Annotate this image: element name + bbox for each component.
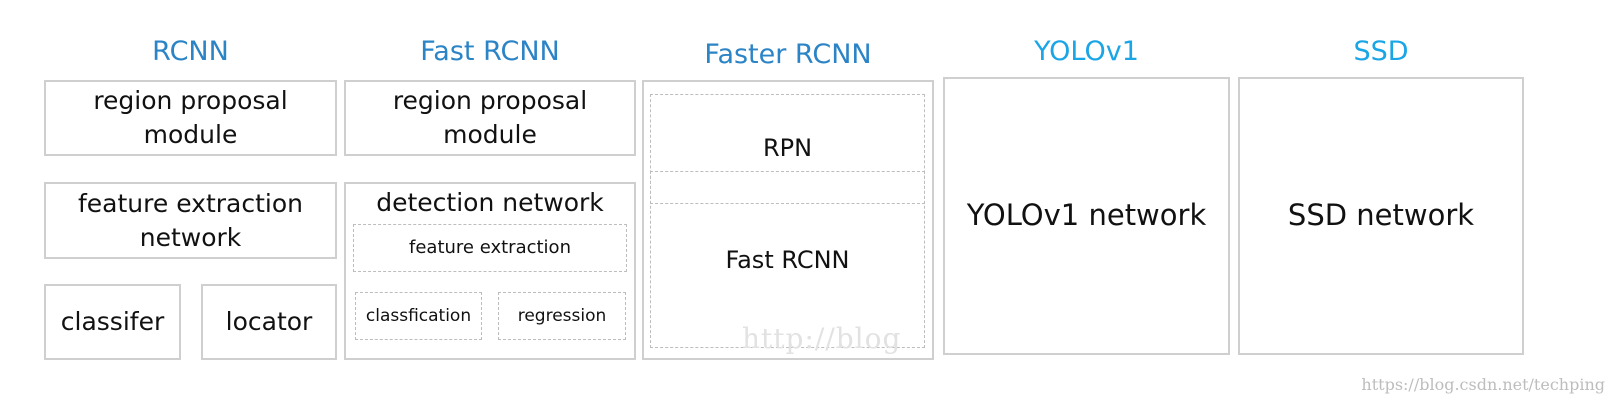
yolo-network-label: YOLOv1 network [966, 198, 1207, 233]
yolo-title: YOLOv1 [1034, 36, 1139, 67]
rcnn-locator-box: locator [201, 284, 337, 360]
faster-rcnn-fast-rcnn-box [650, 171, 925, 348]
rcnn-feature-extraction-label: feature extraction network [78, 188, 303, 252]
fast-rcnn-detection-network-label: detection network [376, 188, 604, 217]
fast-rcnn-feature-extraction-box: feature extraction [353, 224, 627, 272]
faster-rcnn-box: RPN Fast RCNN http://blog [642, 80, 934, 360]
watermark-text: https://blog.csdn.net/techping [1361, 375, 1605, 394]
fast-rcnn-detection-network-box: detection network feature extraction cla… [344, 182, 636, 360]
yolo-network-box: YOLOv1 network [943, 77, 1230, 355]
ssd-network-box: SSD network [1238, 77, 1524, 355]
fast-rcnn-classification-box: classfication [355, 292, 482, 340]
faster-rcnn-rpn-box [650, 94, 925, 204]
ssd-network-label: SSD network [1287, 198, 1475, 233]
fast-rcnn-classification-label: classfication [365, 305, 472, 326]
rcnn-title: RCNN [152, 36, 229, 67]
ssd-title: SSD [1353, 36, 1409, 67]
faster-rcnn-rpn-label: RPN [762, 134, 813, 162]
rcnn-region-proposal-label: region proposal module [93, 86, 288, 149]
fast-rcnn-region-proposal-label: region proposal module [392, 86, 588, 149]
fast-rcnn-feature-extraction-label: feature extraction [409, 236, 571, 258]
faster-rcnn-fast-rcnn-label: Fast RCNN [725, 246, 850, 274]
rcnn-classifier-box: classifer [44, 284, 181, 360]
rcnn-region-proposal-box: region proposal module [44, 80, 337, 156]
inner-watermark-text: http://blog [742, 322, 902, 355]
fast-rcnn-title: Fast RCNN [420, 36, 560, 67]
rcnn-classifier-label: classifer [60, 307, 165, 337]
fast-rcnn-regression-label: regression [517, 305, 607, 326]
rcnn-feature-extraction-box: feature extraction network [44, 182, 337, 259]
faster-rcnn-title: Faster RCNN [704, 39, 872, 70]
rcnn-locator-label: locator [225, 307, 313, 337]
fast-rcnn-regression-box: regression [498, 292, 626, 340]
fast-rcnn-region-proposal-box: region proposal module [344, 80, 636, 156]
